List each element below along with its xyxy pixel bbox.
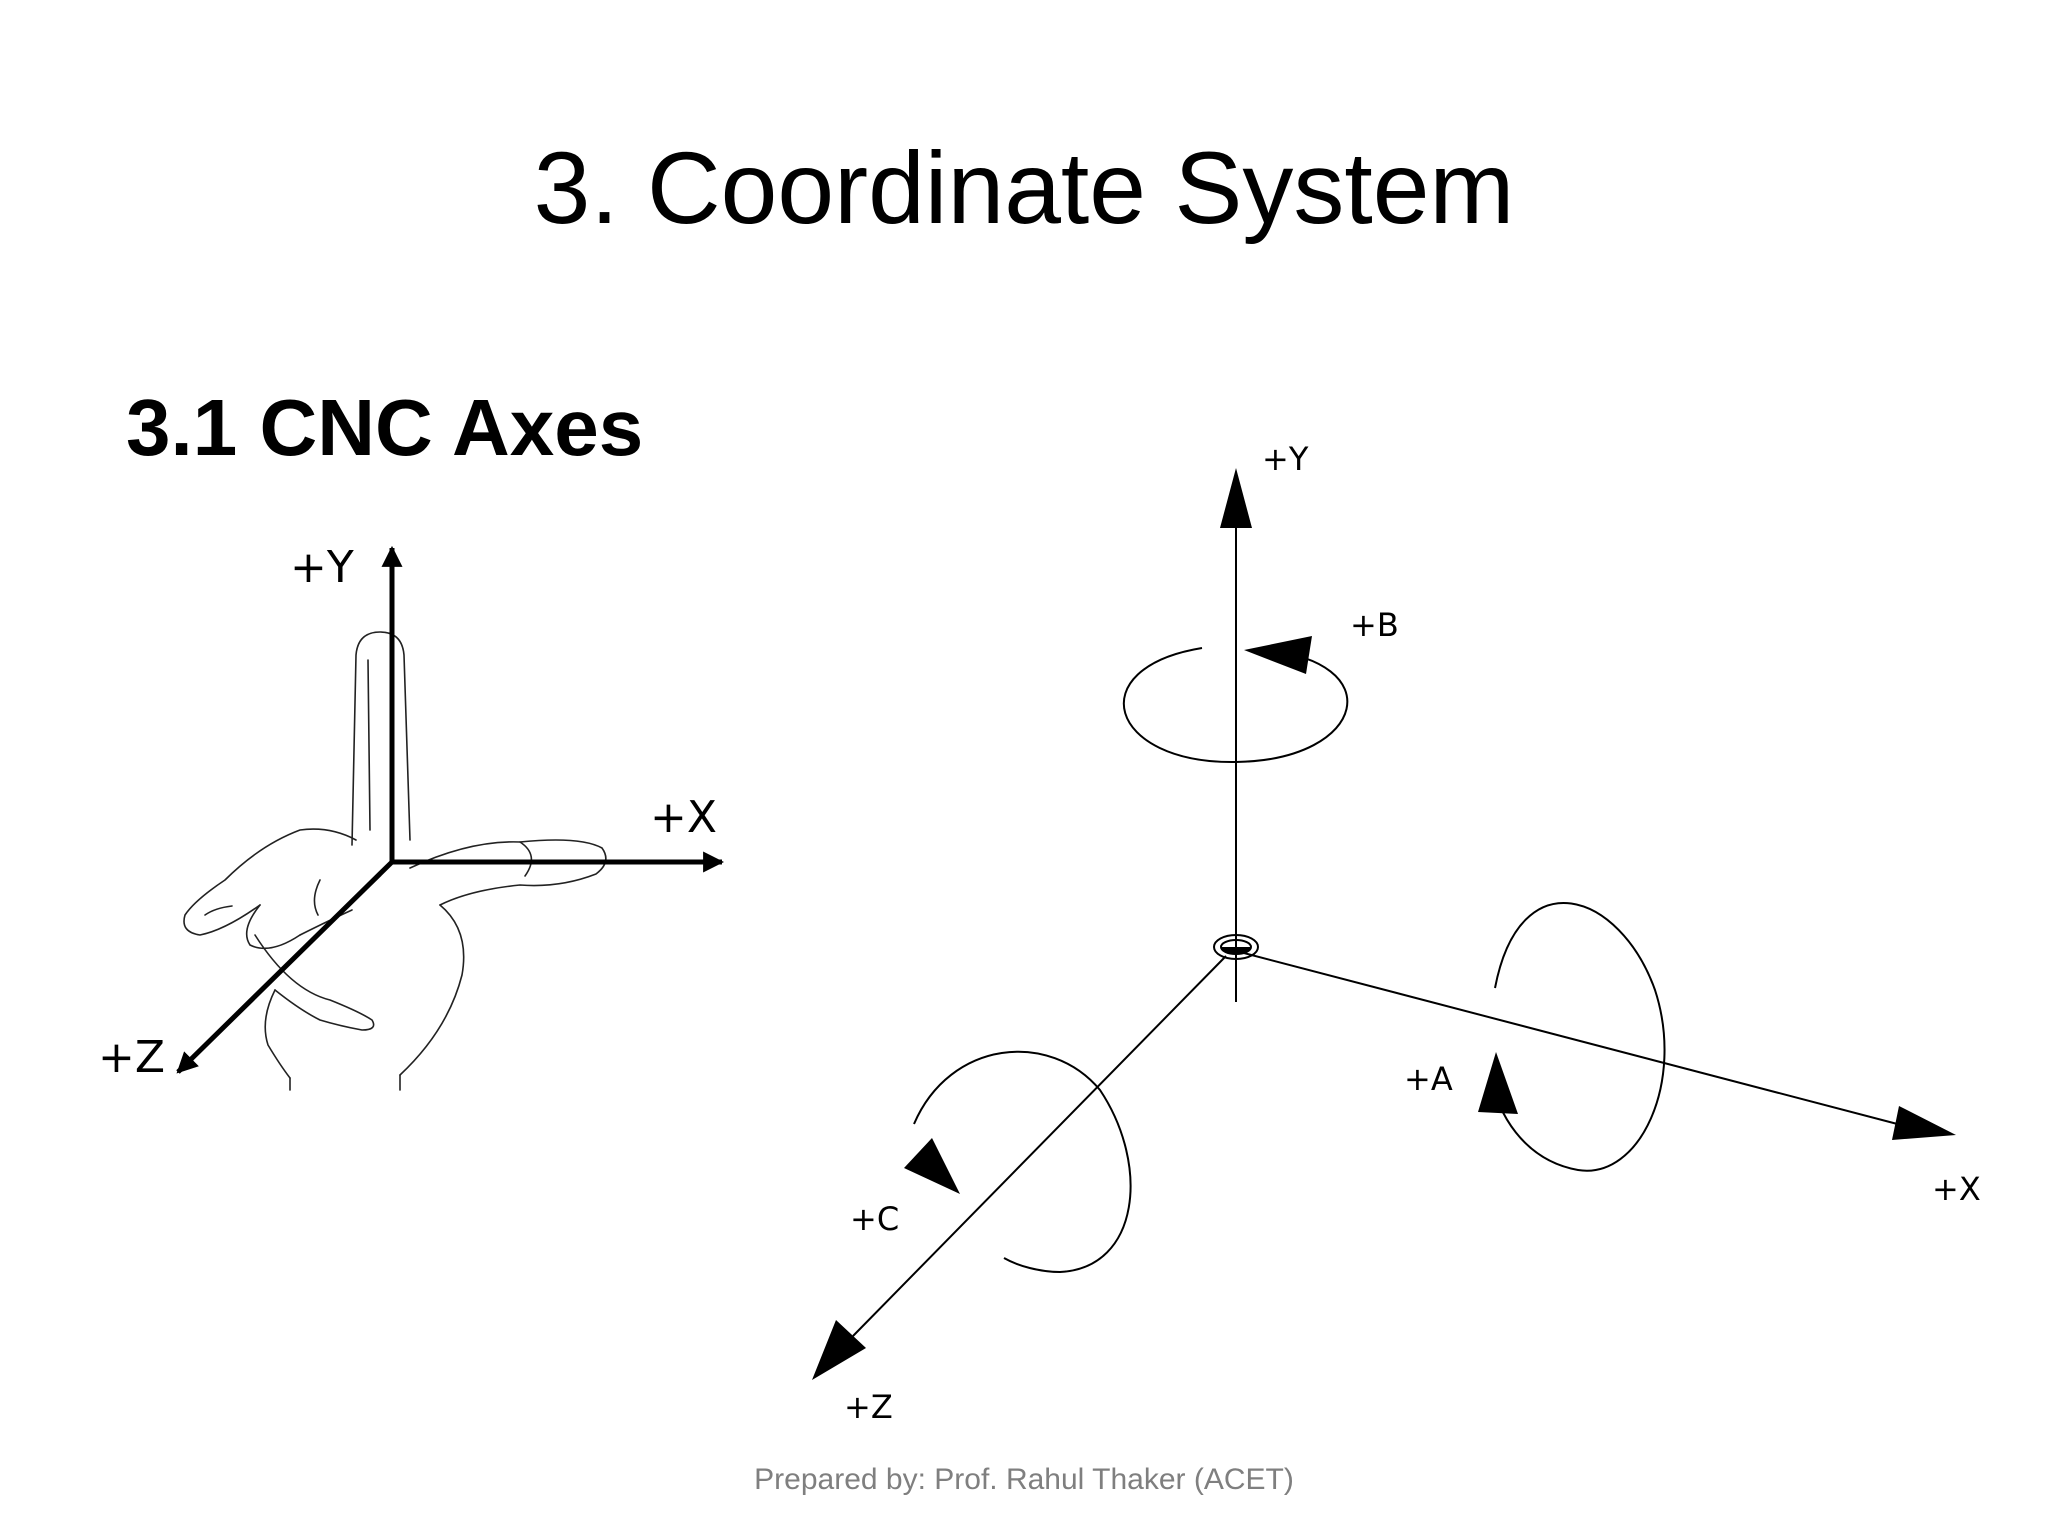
hand-z-axis	[176, 860, 394, 1074]
a-rotation-arc	[1491, 902, 1666, 1172]
x-axis-arrowhead	[1892, 1106, 1956, 1140]
a-rotation-label: +A	[1404, 1060, 1453, 1098]
hand-z-label: +Z	[98, 1032, 165, 1083]
slide-title: 3. Coordinate System	[533, 131, 1515, 245]
footer-credit: Prepared by: Prof. Rahul Thaker (ACET)	[754, 1463, 1294, 1496]
origin-marker	[1213, 934, 1259, 960]
z-axis-label: +Z	[844, 1388, 893, 1426]
y-axis-arrowhead	[1220, 468, 1252, 528]
right-hand-rule-diagram: +Y +X +Z	[98, 542, 725, 1091]
b-rotation-label: +B	[1350, 606, 1399, 644]
section-subtitle: 3.1 CNC Axes	[126, 383, 644, 472]
hand-x-label: +X	[650, 792, 717, 843]
hand-sketch	[183, 631, 607, 1091]
y-axis-label: +Y	[1262, 440, 1309, 478]
z-axis-arrowhead	[812, 1320, 866, 1380]
c-rotation-label: +C	[850, 1200, 899, 1238]
c-rotation-arc	[913, 1050, 1132, 1274]
z-axis-line	[852, 955, 1227, 1337]
b-rotation-arrowhead	[1244, 636, 1312, 674]
x-axis-label: +X	[1932, 1170, 1981, 1208]
hand-y-label: +Y	[290, 542, 354, 593]
x-axis-line	[1239, 951, 1906, 1127]
a-rotation-arrowhead	[1478, 1052, 1518, 1114]
c-rotation-arrowhead	[904, 1138, 960, 1194]
six-axis-diagram: +Y +X +Z +B +A +C	[812, 440, 1981, 1426]
b-rotation-arc	[1122, 647, 1349, 764]
